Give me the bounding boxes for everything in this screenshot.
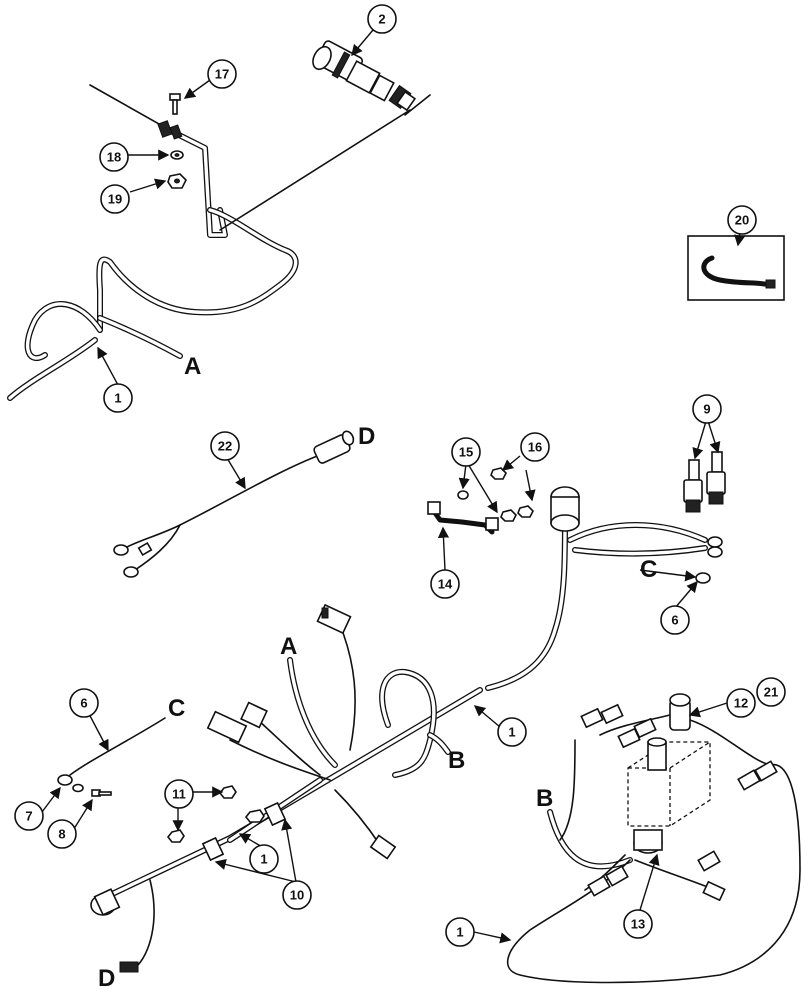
label-d-bottom: D	[98, 965, 115, 992]
svg-text:17: 17	[215, 67, 229, 82]
nut-19	[167, 173, 187, 189]
callout-1-bottom: 1	[445, 917, 475, 947]
callout-13: 13	[623, 909, 653, 939]
svg-text:9: 9	[703, 402, 710, 417]
sensor-switch	[312, 40, 417, 112]
nut-16	[490, 467, 534, 518]
right-branch-harness	[485, 486, 723, 691]
callout-7: 7	[14, 801, 44, 831]
svg-text:20: 20	[735, 213, 749, 228]
callout-19: 19	[100, 184, 130, 214]
label-b-lower: B	[448, 747, 465, 774]
callout-8: 8	[47, 819, 77, 849]
leader-lines	[41, 29, 746, 944]
svg-text:16: 16	[528, 440, 542, 455]
washer-15	[457, 490, 469, 500]
label-c-left: C	[168, 695, 185, 722]
svg-text:1: 1	[114, 391, 121, 406]
cable-22	[113, 430, 355, 578]
svg-text:11: 11	[172, 787, 186, 802]
svg-text:1: 1	[260, 852, 267, 867]
svg-text:2: 2	[378, 12, 385, 27]
svg-text:10: 10	[290, 888, 304, 903]
callout-17: 17	[207, 59, 237, 89]
washer-7	[72, 783, 84, 793]
callout-12: 12	[726, 688, 756, 718]
upper-harness	[7, 84, 431, 401]
callout-18: 18	[99, 142, 129, 172]
ring-terminal-6	[57, 717, 166, 786]
svg-text:7: 7	[25, 809, 32, 824]
callout-6-left: 6	[69, 688, 99, 718]
callout-1-middle: 1	[497, 717, 527, 747]
main-lower-harness	[90, 603, 483, 973]
bracket-14	[427, 501, 499, 535]
label-d-top: D	[358, 423, 375, 450]
callout-1-lower: 1	[249, 844, 279, 874]
svg-text:18: 18	[107, 150, 121, 165]
bolt-17	[169, 93, 181, 115]
callout-15: 15	[451, 437, 481, 467]
svg-text:14: 14	[438, 577, 453, 592]
callout-11: 11	[164, 779, 194, 809]
callout-10: 10	[282, 880, 312, 910]
switch-9	[683, 451, 726, 513]
nut-15	[500, 509, 517, 522]
svg-text:13: 13	[631, 917, 645, 932]
label-b-right: B	[536, 785, 553, 812]
callout-20: 20	[727, 205, 757, 235]
cable-tie-box	[687, 235, 785, 301]
svg-text:12: 12	[734, 696, 748, 711]
svg-text:1: 1	[456, 925, 463, 940]
label-a-top: A	[184, 353, 201, 380]
label-c-right: C	[640, 556, 657, 583]
callout-6-right: 6	[660, 605, 690, 635]
svg-text:19: 19	[108, 192, 122, 207]
bottom-right-harness	[506, 693, 801, 984]
svg-text:22: 22	[218, 439, 232, 454]
svg-text:6: 6	[671, 613, 678, 628]
callout-2: 2	[367, 4, 397, 34]
svg-text:21: 21	[764, 685, 778, 700]
callout-21: 21	[756, 677, 786, 707]
callout-14: 14	[430, 569, 460, 599]
callout-16: 16	[520, 432, 550, 462]
svg-text:1: 1	[508, 725, 515, 740]
callout-9: 9	[692, 394, 722, 424]
svg-text:6: 6	[80, 696, 87, 711]
bolt-8	[91, 789, 112, 797]
washer-18	[170, 150, 184, 160]
svg-text:8: 8	[58, 827, 65, 842]
callout-22: 22	[210, 431, 240, 461]
callout-1-top: 1	[103, 383, 133, 413]
svg-text:15: 15	[459, 445, 473, 460]
label-a-lower: A	[280, 633, 297, 660]
